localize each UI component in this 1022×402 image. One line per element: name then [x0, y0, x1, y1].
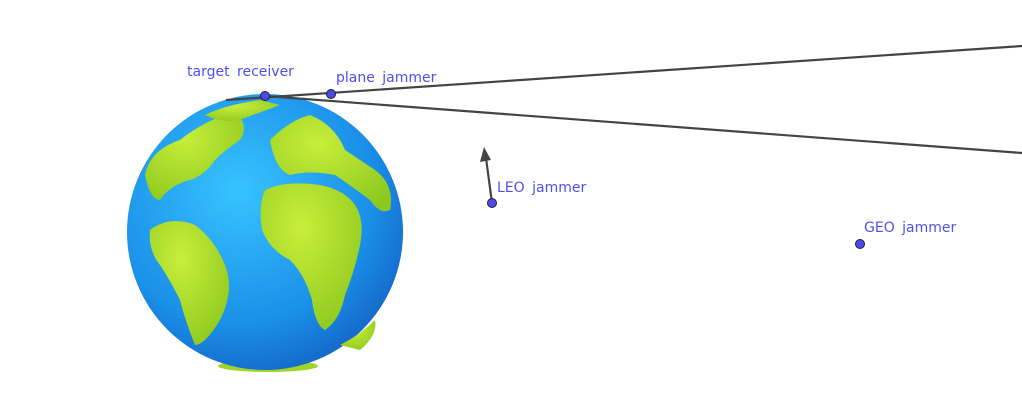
target-receiver-point[interactable]: [260, 91, 270, 101]
signal-line-upper: [225, 44, 1022, 102]
geo-jammer-label: GEO jammer: [864, 220, 957, 236]
leo-jammer-label: LEO jammer: [497, 180, 587, 196]
leo-jammer-point[interactable]: [487, 198, 497, 208]
geo-jammer-point[interactable]: [855, 239, 865, 249]
plane-jammer-point[interactable]: [326, 89, 336, 99]
leo-velocity-arrow[interactable]: [480, 147, 494, 204]
earth-globe-icon: [127, 94, 403, 372]
plane-jammer-label: plane jammer: [336, 70, 437, 86]
signal-line-lower: [264, 94, 1022, 155]
target-receiver-label: target receiver: [187, 64, 294, 80]
